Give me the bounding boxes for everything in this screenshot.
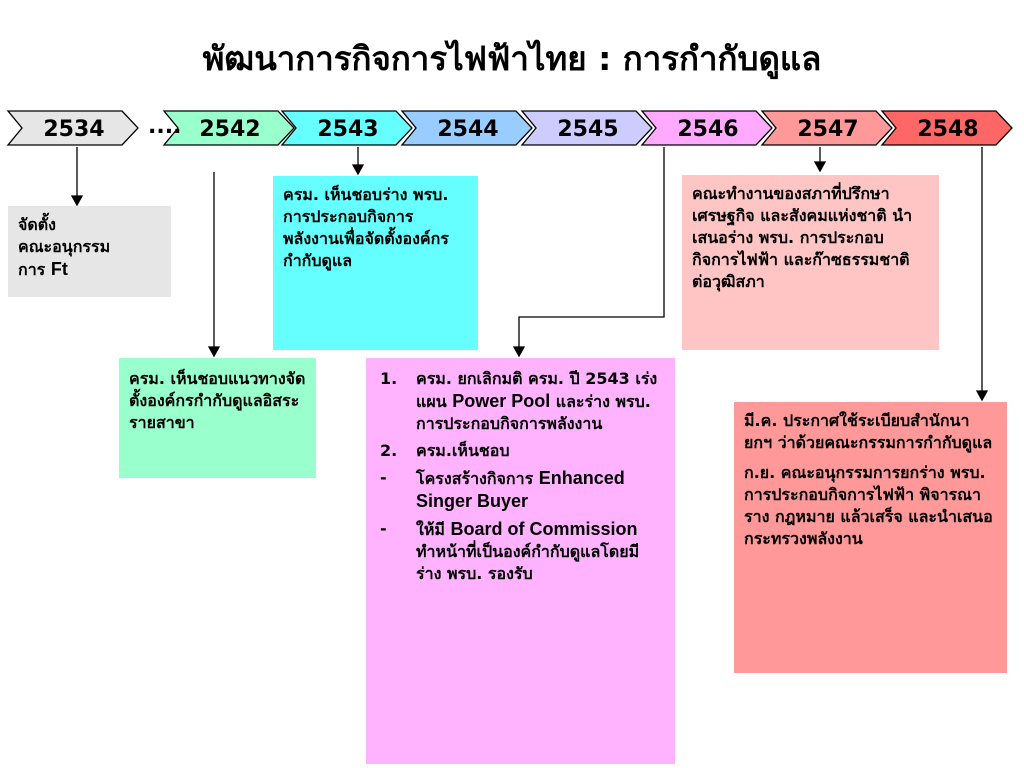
connector-2543-head	[351, 164, 365, 176]
connector-2547-head	[813, 161, 827, 173]
item-4-marker: -	[380, 519, 387, 538]
item-4-text-c: ทำหน้าที่เป็นองค์กำกับดูแลโดยมีร่าง พรบ.…	[416, 542, 640, 583]
timeline-year-2542: 2542	[199, 117, 260, 142]
note-2547: คณะทำงานของสภาที่ปรึกษาเศรษฐกิจ และสังคม…	[682, 175, 939, 350]
timeline-ellipsis: ....	[148, 114, 181, 139]
timeline-year-2547: 2547	[797, 117, 858, 142]
item-1-power-pool: Power Pool	[452, 391, 551, 411]
connector-2542-head	[207, 346, 221, 358]
note-2534-line-3: การ	[18, 260, 51, 279]
timeline-arrow-2542	[162, 110, 295, 146]
timeline-arrow-2544	[400, 110, 533, 146]
note-2548-text-1: มี.ค. ประกาศใช้ระเบียบสำนักนายกฯ ว่าด้วย…	[744, 411, 993, 452]
note-2546-item-3: - โครงสร้างกิจการ Enhanced Singer Buyer	[380, 467, 661, 513]
item-4-text-a: ให้มี	[416, 520, 451, 539]
item-4-board-of-commission: Board of Commission	[450, 519, 638, 539]
item-1-text-c: และร่าง พรบ. การประกอบกิจการพลังงาน	[416, 392, 651, 433]
timeline-year-2544: 2544	[437, 117, 498, 142]
timeline-arrow-2548	[880, 110, 1013, 146]
timeline-arrow-2546	[640, 110, 773, 146]
timeline-arrow-2545	[520, 110, 653, 146]
note-2534-ft: Ft	[50, 259, 68, 279]
timeline-year-2534: 2534	[43, 117, 104, 142]
note-2543-text: ครม. เห็นชอบร่าง พรบ. การประกอบกิจการพลั…	[283, 185, 449, 270]
note-2547-text: คณะทำงานของสภาที่ปรึกษาเศรษฐกิจ และสังคม…	[692, 184, 913, 291]
item-2-text: ครม.เห็นชอบ	[416, 441, 510, 460]
item-3-marker: -	[380, 468, 387, 487]
note-2546-item-1: 1. ครม. ยกเลิกมติ ครม. ปี 2543 เร่งแผน P…	[380, 368, 661, 435]
item-1-marker: 1.	[380, 369, 398, 388]
item-3-enhanced-singer-buyer: Enhanced Singer Buyer	[416, 468, 625, 511]
note-2534-line-2: คณะอนุกรรม	[18, 237, 111, 256]
note-2546-item-4: - ให้มี Board of Commission ทำหน้าที่เป็…	[380, 518, 661, 585]
page-title: พัฒนาการกิจการไฟฟ้าไทย : การกำกับดูแล	[202, 39, 822, 78]
note-2548: มี.ค. ประกาศใช้ระเบียบสำนักนายกฯ ว่าด้วย…	[734, 402, 1007, 673]
timeline-year-2548: 2548	[917, 117, 978, 142]
item-3-text-a: โครงสร้างกิจการ	[416, 469, 539, 488]
note-2534-line-1: จัดตั้ง	[18, 215, 56, 234]
connector-2546-head	[512, 346, 526, 358]
connector-2546	[518, 147, 665, 348]
timeline-arrow-2534	[6, 110, 139, 146]
timeline-arrow-2543	[280, 110, 413, 146]
timeline-year-2543: 2543	[317, 117, 378, 142]
note-2543: ครม. เห็นชอบร่าง พรบ. การประกอบกิจการพลั…	[273, 176, 478, 350]
note-2546-item-2: 2. ครม.เห็นชอบ	[380, 440, 661, 462]
item-2-marker: 2.	[380, 441, 398, 460]
note-2542-text: ครม. เห็นชอบแนวทางจัดตั้งองค์กรกำกับดูแล…	[129, 369, 306, 432]
connector-2534-head	[70, 195, 84, 207]
note-2534: จัดตั้ง คณะอนุกรรม การ Ft	[8, 206, 171, 297]
connector-2548-head	[975, 390, 989, 402]
timeline-year-2546: 2546	[677, 117, 738, 142]
note-2548-text-2: ก.ย. คณะอนุกรรมการยกร่าง พรบ. การประกอบก…	[744, 463, 993, 548]
item-1-text-a: ครม. ยกเลิกมติ ครม. ปี 2543 เร่งแผน	[416, 369, 658, 411]
note-2542: ครม. เห็นชอบแนวทางจัดตั้งองค์กรกำกับดูแล…	[119, 358, 316, 478]
timeline-year-2545: 2545	[557, 117, 618, 142]
note-2546: 1. ครม. ยกเลิกมติ ครม. ปี 2543 เร่งแผน P…	[366, 358, 675, 764]
timeline-arrow-2547	[760, 110, 893, 146]
